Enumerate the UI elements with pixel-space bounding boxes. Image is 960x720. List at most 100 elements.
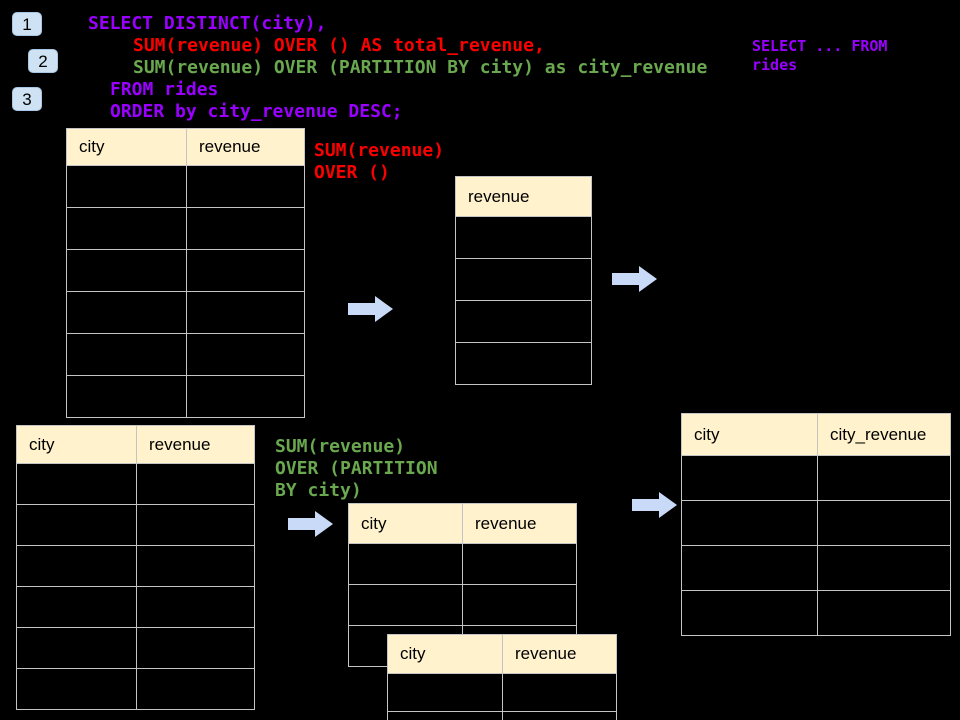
table-cell-empty — [681, 545, 818, 591]
column-header-city-revenue: city_revenue — [817, 413, 951, 456]
table-cell-empty — [348, 584, 463, 626]
table-cell-empty — [136, 627, 255, 669]
column-header-city: city — [681, 413, 818, 456]
column-header-revenue: revenue — [462, 503, 577, 544]
table-cell-empty — [66, 333, 187, 376]
table-cell-empty — [387, 711, 503, 720]
table-cell-empty — [817, 500, 951, 546]
table-row — [16, 545, 255, 587]
column-header-city: city — [66, 128, 187, 166]
table-cell-empty — [387, 673, 503, 712]
table-row — [387, 711, 617, 720]
table-row — [16, 463, 255, 505]
step-badge-3: 3 — [12, 87, 42, 111]
total-revenue-table: revenue — [455, 176, 592, 385]
table-cell-empty — [681, 455, 818, 501]
table-row — [681, 500, 951, 546]
table-cell-empty — [16, 463, 137, 505]
table-cell-empty — [136, 463, 255, 505]
column-header-city: city — [348, 503, 463, 544]
table-cell-empty — [16, 668, 137, 710]
table-cell-empty — [681, 500, 818, 546]
table-cell-empty — [16, 504, 137, 546]
column-header-revenue: revenue — [455, 176, 592, 217]
table-cell-empty — [66, 249, 187, 292]
table-header-row: city revenue — [16, 425, 255, 464]
table-cell-empty — [186, 249, 305, 292]
total-annotation-line-2: OVER () — [314, 162, 390, 183]
flow-arrow-icon — [288, 511, 333, 537]
column-header-city: city — [387, 634, 503, 674]
table-row — [66, 333, 305, 376]
table-cell-empty — [462, 584, 577, 626]
table-row — [348, 584, 577, 626]
table-cell-empty — [136, 586, 255, 628]
table-cell-empty — [502, 711, 617, 720]
sql-line-partition: SUM(revenue) OVER (PARTITION BY city) as… — [133, 57, 708, 78]
total-annotation-line-1: SUM(revenue) — [314, 140, 445, 161]
table-cell-empty — [66, 375, 187, 418]
sql-line-total: SUM(revenue) OVER () AS total_revenue, — [133, 35, 545, 56]
table-row — [455, 300, 592, 343]
table-row — [66, 249, 305, 292]
table-header-row: revenue — [455, 176, 592, 217]
source-table-bottom: city revenue — [16, 425, 255, 710]
partition-annotation-line-1: SUM(revenue) — [275, 436, 406, 457]
table-row — [681, 545, 951, 591]
table-header-row: city revenue — [387, 634, 617, 674]
table-cell-empty — [455, 258, 592, 301]
sql-line-select: SELECT DISTINCT(city), — [88, 13, 327, 34]
table-cell-empty — [681, 590, 818, 636]
table-header-row: city city_revenue — [681, 413, 951, 456]
table-cell-empty — [817, 545, 951, 591]
column-header-revenue: revenue — [502, 634, 617, 674]
table-row — [16, 586, 255, 628]
table-row — [16, 668, 255, 710]
table-cell-empty — [186, 333, 305, 376]
table-row — [16, 627, 255, 669]
source-table-top: city revenue — [66, 128, 305, 418]
table-header-row: city revenue — [66, 128, 305, 166]
table-row — [66, 207, 305, 250]
table-cell-empty — [186, 165, 305, 208]
table-cell-empty — [348, 543, 463, 585]
table-cell-empty — [462, 543, 577, 585]
column-header-revenue: revenue — [136, 425, 255, 464]
table-cell-empty — [817, 455, 951, 501]
table-row — [66, 291, 305, 334]
table-cell-empty — [16, 627, 137, 669]
column-header-revenue: revenue — [186, 128, 305, 166]
table-row — [455, 258, 592, 301]
table-row — [681, 590, 951, 636]
table-row — [387, 673, 617, 712]
column-header-city: city — [16, 425, 137, 464]
table-cell-empty — [502, 673, 617, 712]
table-cell-empty — [136, 504, 255, 546]
table-cell-empty — [455, 216, 592, 259]
sql-line-from: FROM rides — [110, 79, 219, 100]
table-cell-empty — [66, 291, 187, 334]
table-row — [16, 504, 255, 546]
table-row — [348, 543, 577, 585]
sql-line-order: ORDER by city_revenue DESC; — [110, 101, 403, 122]
partition-table-b: city revenue — [387, 634, 617, 720]
table-cell-empty — [817, 590, 951, 636]
table-row — [681, 455, 951, 501]
table-header-row: city revenue — [348, 503, 577, 544]
side-code-line-1: SELECT ... FROM — [752, 37, 888, 55]
table-cell-empty — [186, 207, 305, 250]
table-row — [66, 375, 305, 418]
flow-arrow-icon — [612, 266, 657, 292]
table-cell-empty — [136, 668, 255, 710]
table-cell-empty — [16, 545, 137, 587]
step-badge-2: 2 — [28, 49, 58, 73]
table-cell-empty — [16, 586, 137, 628]
table-row — [455, 342, 592, 385]
partition-annotation-line-2: OVER (PARTITION — [275, 458, 438, 479]
table-row — [66, 165, 305, 208]
table-cell-empty — [136, 545, 255, 587]
table-cell-empty — [66, 165, 187, 208]
side-code-line-2: rides — [752, 56, 798, 74]
table-cell-empty — [455, 300, 592, 343]
